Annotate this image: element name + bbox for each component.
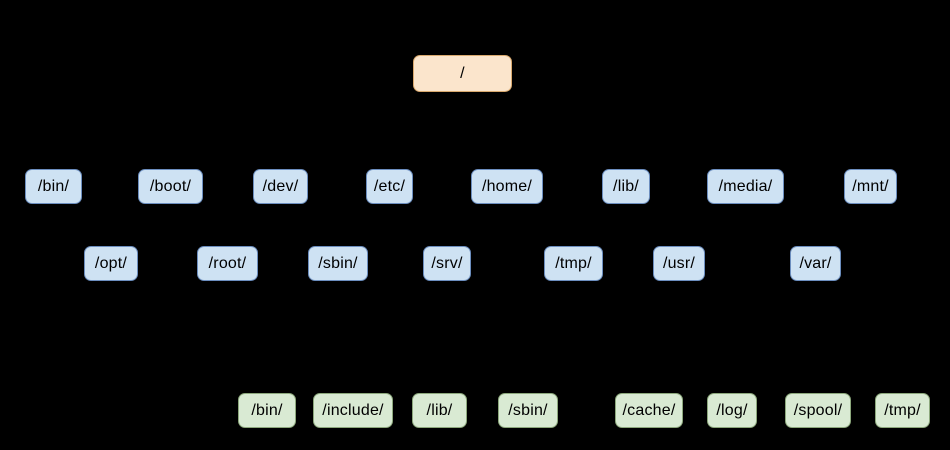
tree-node-var-tmp: /tmp/ (875, 393, 930, 428)
tree-node-usr-sbin: /sbin/ (498, 393, 558, 428)
tree-node-root-dir: /root/ (197, 246, 258, 281)
tree-node-var-cache: /cache/ (615, 393, 683, 428)
tree-node-var-spool: /spool/ (785, 393, 851, 428)
tree-node-lib: /lib/ (602, 169, 650, 204)
tree-node-media: /media/ (707, 169, 784, 204)
tree-node-root: / (413, 55, 512, 92)
tree-node-srv: /srv/ (423, 246, 471, 281)
tree-node-dev: /dev/ (253, 169, 308, 204)
tree-node-sbin: /sbin/ (308, 246, 368, 281)
tree-node-etc: /etc/ (366, 169, 413, 204)
tree-node-opt: /opt/ (84, 246, 138, 281)
tree-node-boot: /boot/ (138, 169, 203, 204)
tree-node-usr: /usr/ (653, 246, 705, 281)
tree-node-tmp: /tmp/ (544, 246, 603, 281)
tree-node-usr-bin: /bin/ (238, 393, 296, 428)
tree-node-var: /var/ (790, 246, 841, 281)
tree-node-mnt: /mnt/ (844, 169, 897, 204)
tree-node-bin: /bin/ (25, 169, 82, 204)
tree-node-usr-lib: /lib/ (412, 393, 467, 428)
tree-node-usr-include: /include/ (313, 393, 393, 428)
tree-node-home: /home/ (471, 169, 543, 204)
tree-node-var-log: /log/ (707, 393, 757, 428)
